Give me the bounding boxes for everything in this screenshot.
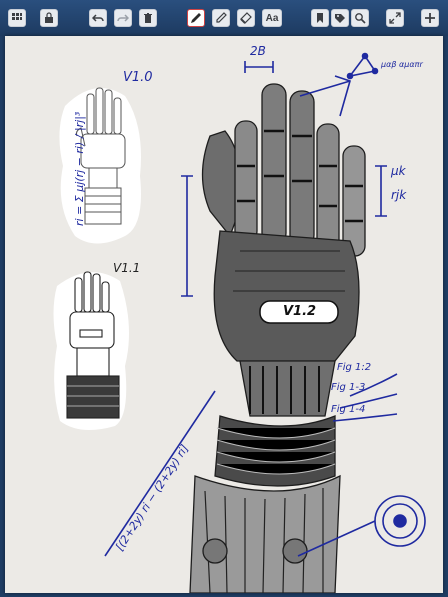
formula-sum: ri = Σ μj(rj − ri) / |rj|³ <box>73 111 86 226</box>
redo-button[interactable] <box>114 9 132 27</box>
bookmark-button[interactable] <box>311 9 329 27</box>
toolbar: Aa <box>0 0 448 36</box>
fig-1-4-label: Fig 1-4 <box>331 404 366 415</box>
search-icon <box>355 13 366 24</box>
sketch-v1-1-thumbnail <box>53 271 129 430</box>
bag-icon <box>45 12 53 23</box>
expand-icon <box>389 12 401 24</box>
dim-mu-k: μk <box>391 164 406 178</box>
eraser-icon <box>240 12 252 24</box>
fig-1-3-label: Fig 1-3 <box>331 382 366 393</box>
dim-2b: 2B <box>250 44 266 58</box>
fig-1-2-label: Fig 1:2 <box>337 362 372 373</box>
undo-icon <box>92 14 104 22</box>
sketch-v1-0-thumbnail <box>59 87 141 244</box>
redo-icon <box>117 14 129 22</box>
tag-button[interactable] <box>331 9 349 27</box>
bookmark-icon <box>317 13 323 23</box>
sketch-v1-2-main-hand <box>189 83 366 593</box>
search-button[interactable] <box>351 9 369 27</box>
pencil-icon <box>216 12 227 23</box>
robot-hand-sketch <box>53 52 426 593</box>
store-button[interactable] <box>40 9 58 27</box>
label-mu-alpha: μαβ αμαπr <box>381 60 423 69</box>
label-v1-2: V1.2 <box>283 304 317 319</box>
dim-r-jk: rjk <box>391 188 407 202</box>
pencil-tool-button[interactable] <box>212 9 230 27</box>
delete-button[interactable] <box>139 9 157 27</box>
grid-icon <box>12 13 22 20</box>
label-v1-1: V1.1 <box>113 261 141 275</box>
text-tool-button[interactable]: Aa <box>262 9 282 27</box>
pen-tool-button[interactable] <box>187 9 205 27</box>
drawing-canvas[interactable]: V1.0 V1.1 V1.2 2B μk rjk μαβ αμαπr Fig 1… <box>5 36 443 593</box>
fullscreen-button[interactable] <box>386 9 404 27</box>
blue-annotations <box>104 52 426 557</box>
pen-icon <box>191 13 201 23</box>
undo-button[interactable] <box>89 9 107 27</box>
label-v1-0: V1.0 <box>123 70 153 85</box>
add-page-button[interactable] <box>421 9 439 27</box>
plus-icon <box>425 13 435 23</box>
trash-icon <box>144 13 152 23</box>
pages-grid-button[interactable] <box>8 9 26 27</box>
eraser-tool-button[interactable] <box>237 9 255 27</box>
tag-icon <box>335 14 345 23</box>
text-icon: Aa <box>265 12 279 24</box>
